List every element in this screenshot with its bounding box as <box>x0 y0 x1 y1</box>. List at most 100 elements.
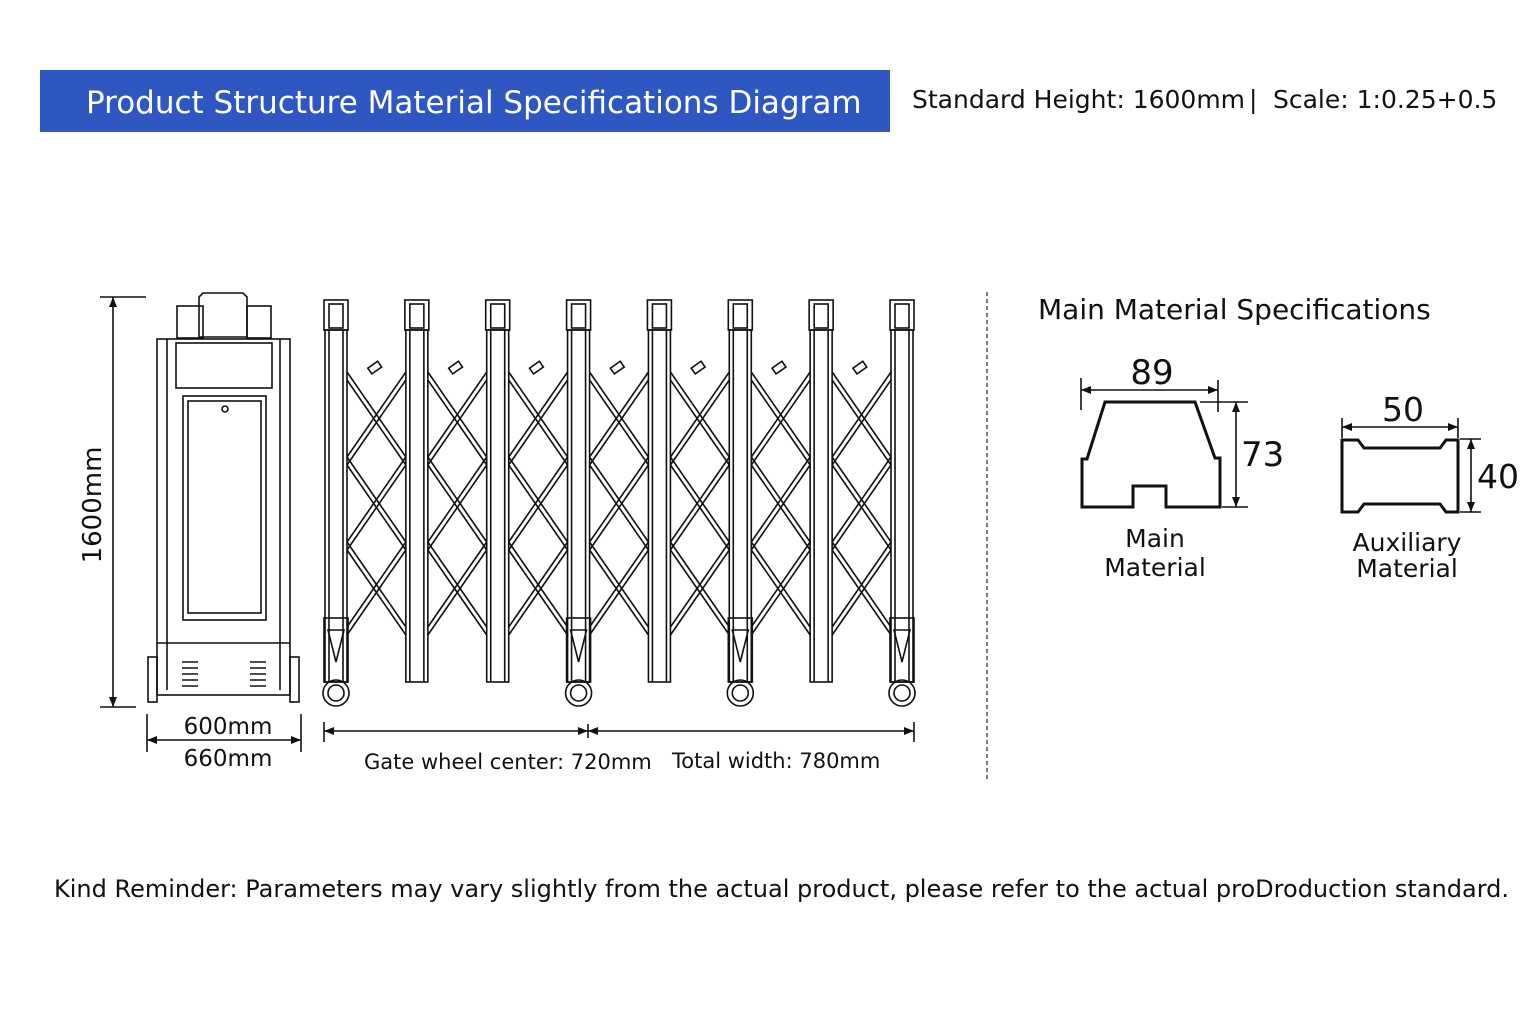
lattice-roller <box>528 360 545 376</box>
kind-reminder: Kind Reminder: Parameters may vary sligh… <box>54 875 1509 903</box>
lattice-roller <box>609 360 626 376</box>
height-label: 1600mm <box>78 447 108 564</box>
lattice-bar <box>346 379 407 466</box>
control-cabinet <box>147 292 300 703</box>
cabinet-width-label: 600mm <box>184 714 273 740</box>
post-cap-inner <box>409 303 425 329</box>
lattice-bar <box>750 464 811 551</box>
lattice-bar <box>346 464 407 551</box>
lattice-bar <box>831 456 892 543</box>
wheel-icon <box>322 679 350 707</box>
wheel-marker <box>731 629 750 663</box>
lattice-bar <box>750 371 811 458</box>
lattice-bar <box>750 549 811 636</box>
lattice-bar <box>831 379 892 466</box>
lattice-bar <box>669 549 730 636</box>
lattice-bar <box>831 549 892 636</box>
lattice-bar <box>427 464 488 551</box>
lattice-bar <box>831 541 892 628</box>
wheel-icon <box>888 679 916 707</box>
scale-label: Scale: 1:0.25+0.5 <box>1273 85 1497 114</box>
lattice-bar <box>588 371 650 458</box>
lattice-bar <box>427 371 488 458</box>
aux-label-2: Material <box>1356 554 1458 583</box>
lattice-bar <box>427 549 488 636</box>
wheel-marker <box>326 629 346 663</box>
lattice-bar <box>588 379 650 466</box>
total-width-label: Total width: 780mm <box>671 749 880 773</box>
lattice-bar <box>669 464 730 551</box>
lattice-roller <box>770 360 788 376</box>
lattice-bar <box>508 456 569 543</box>
lattice-bar <box>427 541 488 628</box>
wheel-hub <box>569 684 588 702</box>
lattice-bar <box>750 541 811 628</box>
lattice-bar <box>427 456 488 543</box>
base-width-label: 660mm <box>184 746 273 772</box>
lattice-bar <box>669 379 730 466</box>
lattice-bar <box>831 371 892 458</box>
wheel-hub <box>893 684 911 702</box>
gate-post <box>405 329 429 683</box>
lattice-bar <box>346 541 407 628</box>
wheel-icon <box>726 679 755 707</box>
lattice-bar <box>588 464 650 551</box>
lattice-bar <box>588 549 650 636</box>
lattice-bar <box>346 371 407 458</box>
gate-post <box>809 329 833 683</box>
lattice-bar <box>508 549 569 636</box>
header-separator: | <box>1249 85 1257 114</box>
lattice-roller <box>447 360 464 376</box>
wheel-hub <box>731 684 750 702</box>
page-title: Product Structure Material Specification… <box>86 85 862 121</box>
lattice-bar <box>669 541 730 628</box>
aux-height-value: 40 <box>1477 457 1519 496</box>
lattice-roller <box>851 360 868 376</box>
main-label-1: Main <box>1125 524 1185 553</box>
main-width-value: 89 <box>1130 353 1173 393</box>
wheel-housing <box>727 617 754 683</box>
lattice-bar <box>669 371 730 458</box>
main-material-profile: 89 73 Main Material <box>1080 353 1284 582</box>
wheel-marker <box>892 629 912 663</box>
main-label-2: Material <box>1104 553 1206 582</box>
gate-post <box>647 329 672 683</box>
post-cap-inner <box>894 303 910 329</box>
lattice-bar <box>831 464 892 551</box>
lattice-bar <box>508 379 569 466</box>
wheel-housing <box>889 617 915 683</box>
main-height-value: 73 <box>1241 435 1284 475</box>
post-cap-inner <box>570 303 587 329</box>
aux-label-1: Auxiliary <box>1353 528 1462 557</box>
post-cap-inner <box>651 303 668 329</box>
lattice-bar <box>346 549 407 636</box>
post-cap-inner <box>489 303 506 329</box>
lattice-bar <box>588 456 650 543</box>
gate-width-dimension: Gate wheel center: 720mm Total width: 78… <box>323 722 915 774</box>
lattice-bar <box>508 464 569 551</box>
retractable-gate <box>322 299 916 707</box>
lattice-bar <box>750 456 811 543</box>
title-banner <box>40 70 890 132</box>
wheel-hub <box>327 684 345 702</box>
wheel-center-label: Gate wheel center: 720mm <box>364 750 652 774</box>
lattice-roller <box>366 360 383 376</box>
wheel-icon <box>564 679 593 707</box>
lattice-bar <box>508 541 569 628</box>
wheel-marker <box>569 629 588 663</box>
height-dimension: 1600mm <box>78 296 146 708</box>
wheel-housing <box>323 617 349 683</box>
materials-title: Main Material Specifications <box>1038 293 1431 326</box>
lattice-bar <box>508 371 569 458</box>
cabinet-width-dimension: 600mm 660mm <box>146 714 302 772</box>
lattice-bar <box>427 379 488 466</box>
lattice-bar <box>346 456 407 543</box>
standard-height: Standard Height: 1600mm <box>912 85 1245 114</box>
post-cap-inner <box>732 303 749 329</box>
post-cap-inner <box>328 303 344 329</box>
lattice-roller <box>690 360 707 376</box>
lattice-bar <box>588 541 650 628</box>
gate-post <box>485 329 510 683</box>
wheel-housing <box>565 617 592 683</box>
